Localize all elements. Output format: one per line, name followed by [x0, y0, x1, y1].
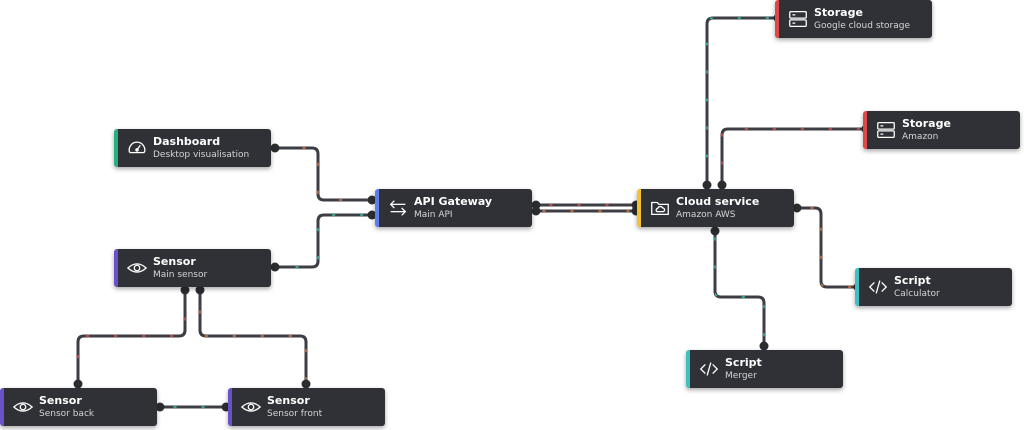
node-api-gateway[interactable]: API Gateway Main API: [375, 189, 532, 227]
server-icon: [787, 8, 809, 30]
eye-icon: [240, 396, 262, 418]
node-cloud-service[interactable]: Cloud service Amazon AWS: [637, 189, 794, 227]
node-subtitle: Desktop visualisation: [153, 150, 250, 160]
wire-signal: [714, 230, 765, 347]
wire-cloud-storage-amazon[interactable]: [720, 127, 868, 187]
connection-port[interactable]: [531, 206, 541, 216]
code-icon: [698, 358, 720, 380]
node-title: Sensor: [39, 394, 82, 407]
node-storage-google[interactable]: Storage Google cloud storage: [775, 0, 932, 38]
node-subtitle: Main API: [414, 210, 453, 220]
node-subtitle: Amazon AWS: [676, 210, 736, 220]
node-title: Cloud service: [676, 195, 760, 208]
node-title: Storage: [902, 117, 951, 130]
wire-cloud-storage-google[interactable]: [705, 16, 780, 187]
node-script-merger[interactable]: Script Merger: [686, 350, 843, 388]
node-subtitle: Sensor front: [267, 409, 323, 419]
wire-signal: [721, 128, 867, 186]
node-title: Sensor: [267, 394, 310, 407]
eye-icon: [12, 396, 34, 418]
connection-port[interactable]: [717, 180, 727, 190]
connection-port[interactable]: [792, 203, 802, 213]
connection-port[interactable]: [270, 262, 280, 272]
arrows-icon: [387, 197, 409, 219]
connection-port[interactable]: [73, 379, 83, 389]
node-sensor-back[interactable]: Sensor Sensor back: [0, 388, 157, 426]
wire-signal: [796, 207, 859, 288]
connection-port[interactable]: [367, 195, 377, 205]
connection-port[interactable]: [702, 180, 712, 190]
node-title: Script: [894, 274, 931, 287]
wire-signal: [274, 214, 373, 268]
node-title: Dashboard: [153, 135, 221, 148]
node-sensor-main[interactable]: Sensor Main sensor: [114, 249, 271, 287]
node-storage-amazon[interactable]: Storage Amazon: [863, 111, 1020, 149]
node-subtitle: Sensor back: [39, 409, 95, 419]
wire-cloud-script-calc[interactable]: [795, 206, 860, 289]
connection-port[interactable]: [195, 285, 205, 295]
connection-port[interactable]: [367, 210, 377, 220]
wire-signal: [274, 147, 373, 201]
connection-port[interactable]: [180, 285, 190, 295]
wire-dashboard-api[interactable]: [273, 146, 374, 202]
code-icon: [867, 276, 889, 298]
node-sensor-front[interactable]: Sensor Sensor front: [228, 388, 385, 426]
wire-sensor-back[interactable]: [76, 288, 187, 386]
node-subtitle: Amazon: [902, 132, 939, 142]
node-subtitle: Main sensor: [153, 270, 208, 280]
node-dashboard[interactable]: Dashboard Desktop visualisation: [114, 129, 271, 167]
node-title: Sensor: [153, 255, 196, 268]
connection-port[interactable]: [759, 341, 769, 351]
server-icon: [875, 119, 897, 141]
node-title: API Gateway: [414, 195, 493, 208]
gauge-icon: [126, 137, 148, 159]
node-title: Script: [725, 356, 762, 369]
node-subtitle: Google cloud storage: [814, 21, 911, 31]
eye-icon: [126, 257, 148, 279]
connection-port[interactable]: [155, 402, 165, 412]
wire-signal: [706, 17, 779, 186]
node-script-calculator[interactable]: Script Calculator: [855, 268, 1012, 306]
connection-port[interactable]: [270, 143, 280, 153]
connection-port[interactable]: [710, 226, 720, 236]
connection-port[interactable]: [301, 379, 311, 389]
wire-cloud-script-merger[interactable]: [713, 229, 766, 348]
node-subtitle: Calculator: [894, 289, 940, 299]
folder-icon: [649, 197, 671, 219]
node-title: Storage: [814, 6, 863, 19]
wire-sensor-api[interactable]: [273, 213, 374, 269]
node-subtitle: Merger: [725, 371, 757, 381]
wire-sensor-front[interactable]: [198, 288, 308, 386]
